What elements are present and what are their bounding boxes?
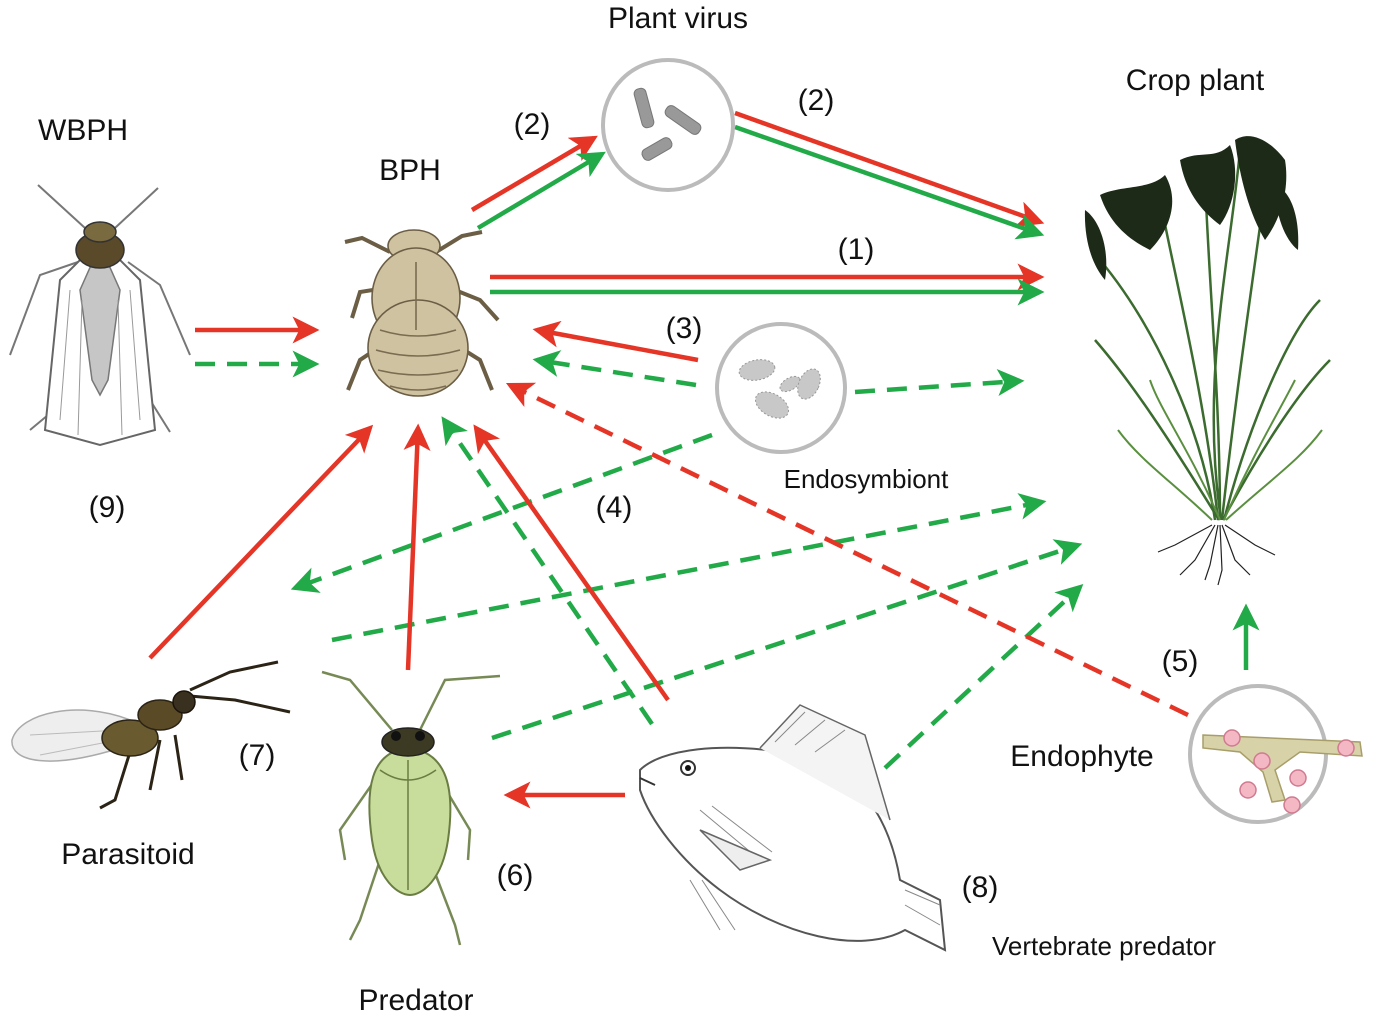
arrow-fish-bph-green (441, 416, 654, 726)
number-6: (6) (497, 859, 534, 892)
arrow-endosymbiont-parasitoid-green (290, 432, 713, 593)
plant-virus-label: Plant virus (608, 2, 748, 35)
predator-label: Predator (358, 984, 473, 1017)
number-2-right: (2) (798, 84, 835, 117)
predator-icon (321, 670, 501, 946)
endophyte-label: Endophyte (1010, 740, 1153, 773)
crop-plant-icon (1084, 136, 1331, 586)
number-4: (4) (596, 491, 633, 524)
arrow-virus-crop-green (734, 124, 1045, 240)
arrow-fish-crop-green (883, 583, 1084, 770)
arrow-endosymbiont-bph-red (532, 320, 699, 363)
crop-plant-label: Crop plant (1126, 64, 1265, 97)
number-8: (8) (962, 871, 999, 904)
arrow-parasitoid-bph-red (148, 424, 374, 660)
bph-icon (344, 229, 500, 397)
number-1: (1) (838, 233, 875, 266)
parasitoid-label: Parasitoid (61, 838, 194, 871)
wbph-icon (9, 184, 191, 447)
parasitoid-icon (11, 660, 291, 810)
arrow-predator-crop-green (491, 539, 1083, 741)
endosymbiont-icon (715, 322, 847, 454)
endosymbiont-label: Endosymbiont (784, 464, 950, 494)
number-3: (3) (666, 312, 703, 345)
arrow-parasitoid-crop-green (331, 493, 1047, 643)
arrow-fish-bph-red (473, 424, 670, 702)
arrow-endosymbiont-bph-green (532, 350, 697, 388)
number-5: (5) (1162, 645, 1199, 678)
vertebrate-predator-label: Vertebrate predator (992, 931, 1216, 961)
plant-virus-icon (601, 58, 735, 192)
arrow-predator-bph-red (403, 423, 431, 671)
endophyte-icon (1188, 684, 1363, 824)
arrow-bph-virus-red (470, 135, 598, 212)
arrow-virus-crop-red (734, 110, 1045, 228)
wbph-label: WBPH (38, 114, 128, 147)
number-2-left: (2) (514, 108, 551, 141)
number-9: (9) (89, 491, 126, 524)
number-7: (7) (239, 739, 276, 772)
fish-icon (639, 704, 947, 952)
arrow-endosymbiont-crop-green (854, 369, 1025, 396)
arrow-bph-virus-green (476, 151, 606, 230)
bph-label: BPH (379, 154, 441, 187)
